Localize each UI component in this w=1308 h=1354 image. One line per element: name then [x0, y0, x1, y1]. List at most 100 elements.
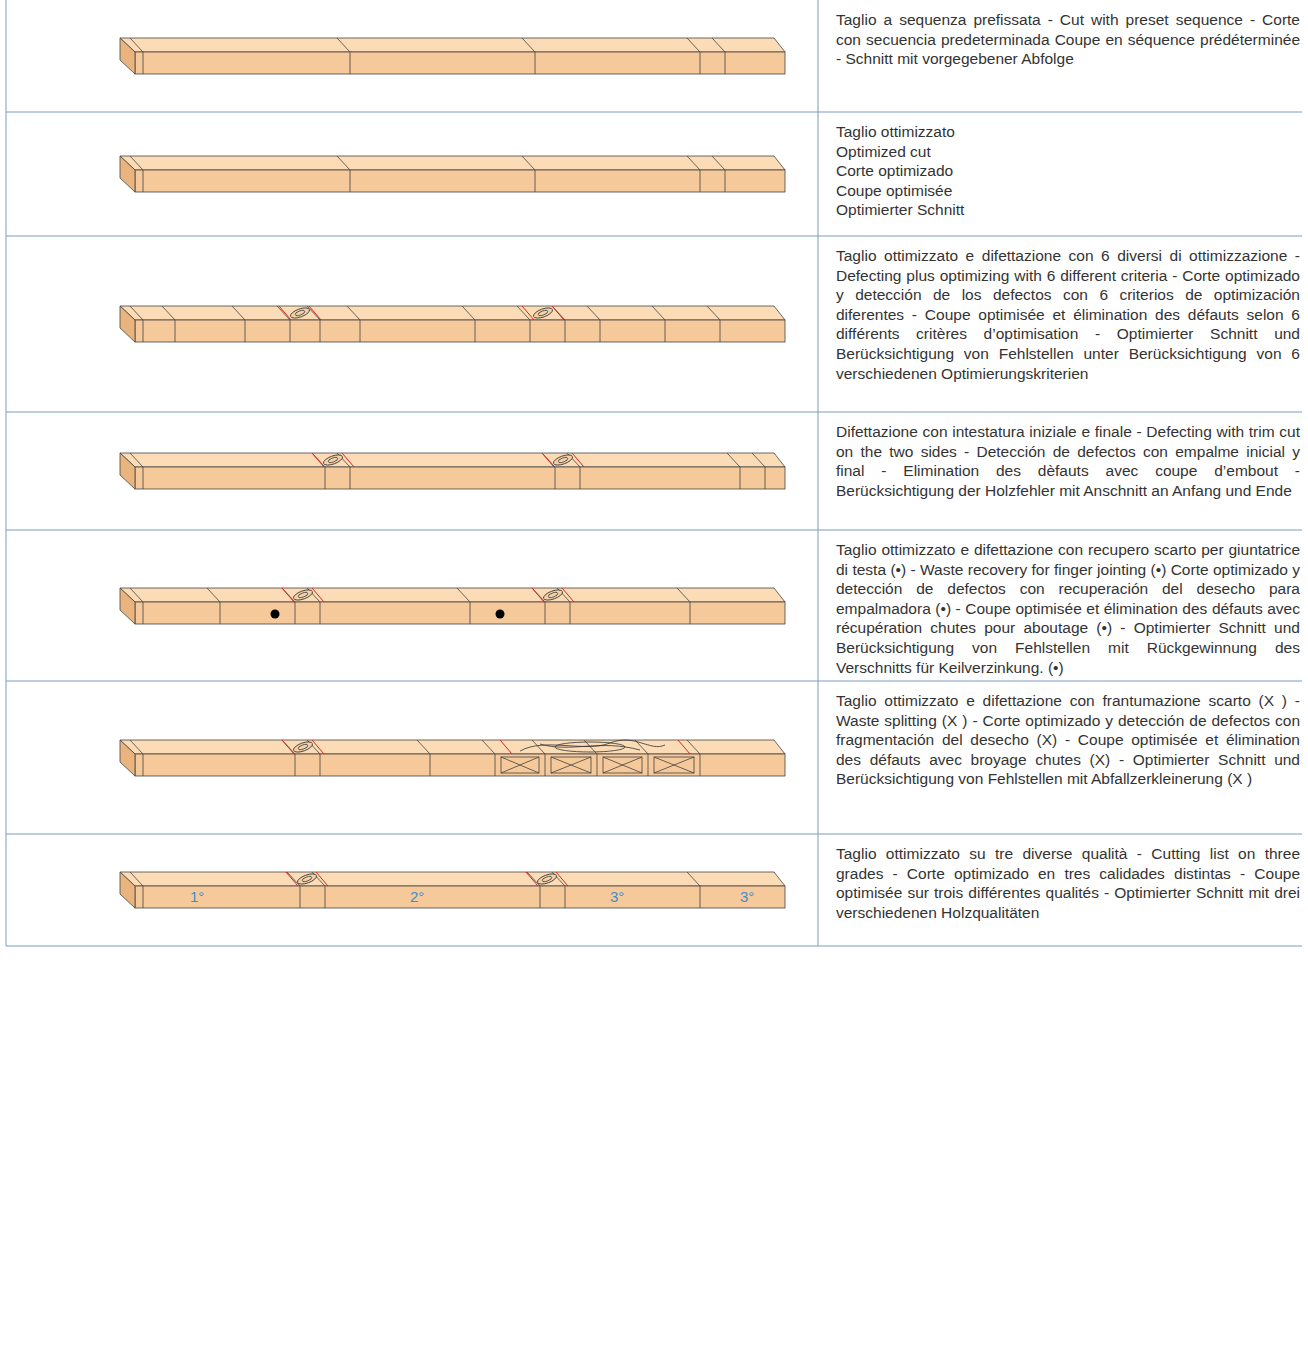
knot	[542, 875, 553, 882]
defect-mark	[282, 740, 294, 754]
cut-line	[350, 467, 351, 489]
board-top	[120, 453, 785, 467]
cut-line	[417, 740, 430, 754]
defect-mark	[542, 453, 554, 467]
board-end	[120, 740, 135, 776]
board-end	[120, 588, 135, 624]
recovery-dot	[271, 610, 280, 619]
cut-line	[457, 588, 470, 602]
description-text: Taglio a sequenza prefissata - Cut with …	[836, 10, 1300, 69]
description-text: Optimized cut	[836, 142, 1300, 162]
cut-line	[277, 306, 290, 320]
board-face	[135, 467, 785, 489]
cut-line	[720, 320, 721, 342]
description-text: Taglio ottimizzato e difettazione con fr…	[836, 691, 1300, 789]
defect-mark	[342, 453, 354, 467]
cut-line	[597, 754, 598, 776]
cut-line	[320, 602, 321, 624]
cut-line	[740, 467, 741, 489]
cut-line	[350, 52, 351, 74]
cut-line	[287, 872, 300, 886]
waste-cross	[654, 757, 694, 773]
knot	[548, 591, 559, 598]
cut-line	[570, 602, 571, 624]
recovery-dot	[496, 610, 505, 619]
cut-line	[687, 156, 700, 170]
cut-line	[555, 467, 556, 489]
board-top	[120, 740, 785, 754]
cut-line	[765, 467, 766, 489]
table-border	[6, 0, 7, 946]
cut-line	[687, 38, 700, 52]
description-text: Optimierter Schnitt	[836, 200, 1300, 220]
cut-line	[462, 306, 475, 320]
knot	[542, 588, 564, 602]
board-face	[135, 52, 785, 74]
waste-box	[501, 757, 539, 773]
cut-line	[700, 52, 701, 74]
row-divider	[6, 834, 1302, 835]
cut-line	[530, 320, 531, 342]
cut-line	[143, 467, 144, 489]
defect-mark	[286, 872, 298, 886]
cut-line	[652, 306, 665, 320]
cut-line	[220, 602, 221, 624]
cut-line	[542, 453, 555, 467]
row-divider	[6, 681, 1302, 682]
cut-line	[677, 588, 690, 602]
board-top	[120, 38, 785, 52]
cut-line	[143, 52, 144, 74]
waste-cross	[603, 757, 642, 773]
cut-line	[522, 38, 535, 52]
knot	[292, 740, 314, 754]
row-divider	[6, 412, 1302, 413]
board-top	[120, 872, 785, 886]
board-end	[120, 38, 135, 74]
cut-line	[527, 872, 540, 886]
cut-line	[347, 306, 360, 320]
table-border	[6, 946, 1302, 947]
cut-line	[337, 156, 350, 170]
cut-line	[752, 453, 765, 467]
defect-mark	[522, 306, 534, 320]
defect-mark	[552, 306, 564, 320]
knot	[298, 591, 309, 598]
cut-line	[143, 754, 144, 776]
cut-line	[320, 754, 321, 776]
defect-mark	[562, 588, 574, 602]
cut-line	[337, 38, 350, 52]
cut-line	[587, 306, 600, 320]
board-face	[135, 602, 785, 624]
defect-mark	[532, 588, 544, 602]
cut-line	[712, 38, 725, 52]
defect-mark	[526, 872, 538, 886]
defect-mark	[279, 306, 291, 320]
knot	[302, 875, 313, 882]
cut-line	[325, 467, 326, 489]
cut-line	[282, 740, 295, 754]
cut-line	[475, 320, 476, 342]
defect-mark	[572, 453, 584, 467]
row-divider	[6, 530, 1302, 531]
grade-label: 3°	[740, 889, 754, 905]
board-end	[120, 156, 135, 192]
cut-line	[470, 602, 471, 624]
waste-box	[654, 757, 694, 773]
knot	[552, 453, 574, 467]
knot	[538, 309, 549, 316]
cut-line	[540, 886, 541, 908]
waste-cross	[603, 757, 642, 773]
cut-line	[130, 38, 143, 52]
description-text: Taglio ottimizzato e difettazione con 6 …	[836, 246, 1300, 383]
cut-line	[207, 588, 220, 602]
cut-line	[690, 602, 691, 624]
description-text: Coupe optimisée	[836, 181, 1300, 201]
board-top	[120, 306, 785, 320]
cut-line	[320, 320, 321, 342]
board-face	[135, 320, 785, 342]
description-text: Taglio ottimizzato e difettazione con re…	[836, 540, 1300, 677]
cut-line	[130, 740, 143, 754]
cut-line	[300, 886, 301, 908]
knot	[295, 309, 306, 316]
waste-cross	[501, 757, 539, 773]
